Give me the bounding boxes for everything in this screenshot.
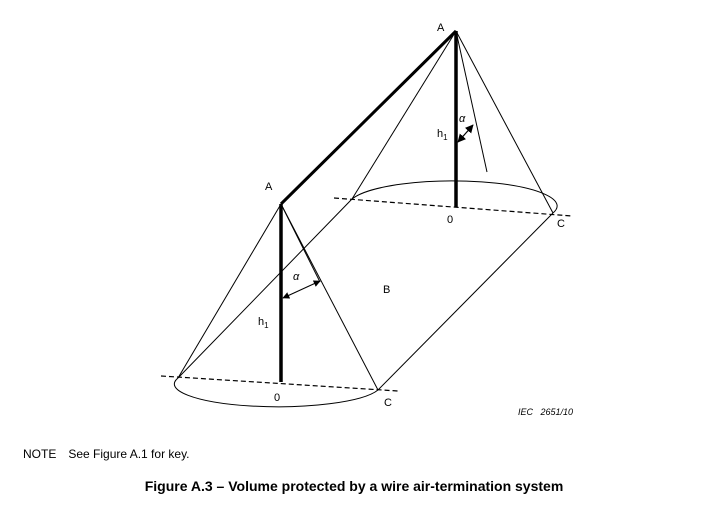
label-apex-left: A	[265, 181, 273, 193]
cone-left-side-a	[177, 203, 282, 379]
note-label: NOTE	[23, 447, 57, 461]
label-apex-right: A	[437, 22, 445, 34]
base-right	[333, 180, 573, 217]
label-corner-left: C	[384, 397, 392, 409]
air-termination-wire	[279, 29, 458, 206]
cone-right-angle-ray	[455, 30, 488, 173]
base-left-front-arc	[173, 377, 379, 408]
label-h1-right-main: h	[437, 128, 443, 140]
note-text: See Figure A.1 for key.	[68, 447, 190, 461]
label-base-right: 0	[447, 214, 453, 226]
figure-note: NOTE See Figure A.1 for key.	[23, 447, 190, 461]
cone-left-side-b	[280, 203, 379, 391]
label-alpha-left: α	[293, 271, 300, 283]
edge-lower-left-long	[177, 198, 353, 379]
cone-right	[351, 30, 554, 214]
figure-caption: Figure A.3 – Volume protected by a wire …	[144, 478, 564, 494]
base-right-back-arc	[351, 180, 558, 214]
label-volume: B	[383, 284, 390, 296]
cone-right-side-b	[455, 30, 554, 214]
label-h1-left: h1	[258, 316, 269, 330]
label-h1-left-main: h	[258, 316, 264, 328]
volume-edges	[177, 198, 554, 391]
label-alpha-right: α	[459, 113, 466, 125]
cone-left-angle-ray	[280, 203, 321, 283]
cone-left	[177, 203, 379, 391]
base-left	[160, 375, 399, 408]
source-tag: IEC 2651/10	[518, 407, 573, 417]
alpha-arrow-left	[282, 280, 321, 299]
label-h1-right: h1	[437, 128, 448, 142]
label-base-left: 0	[274, 392, 280, 404]
label-corner-right: C	[557, 218, 565, 230]
alpha-arrow-right	[457, 124, 474, 143]
label-h1-left-sub: 1	[264, 321, 269, 330]
edge-front-long	[377, 212, 554, 391]
label-h1-right-sub: 1	[443, 133, 448, 142]
cone-right-side-a	[351, 30, 457, 200]
protected-volume-diagram: A A α α h1 h1 0 0 C C B IEC 2651/10	[160, 22, 573, 417]
